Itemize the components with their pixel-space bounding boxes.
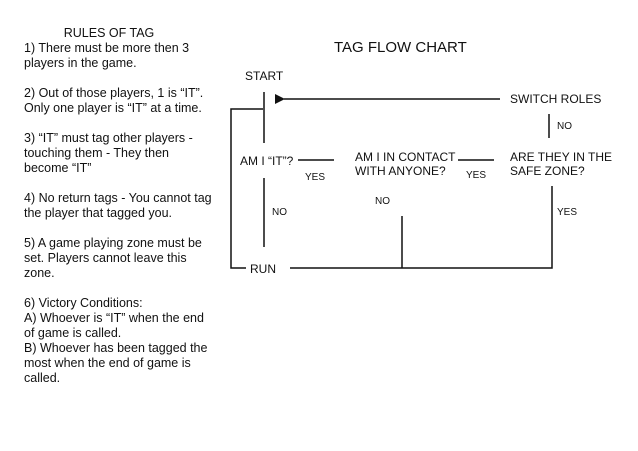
- safe-yes-label: YES: [557, 207, 578, 218]
- victory-b: B) Whoever has been tagged the most when…: [24, 341, 208, 385]
- loop-back-line: [230, 108, 263, 269]
- it-no-label: NO: [272, 207, 287, 218]
- rules-heading: RULES OF TAG: [63, 26, 155, 40]
- run-label: RUN: [250, 262, 276, 276]
- victory-a: A) Whoever is “IT” when the end of game …: [24, 311, 204, 340]
- rule-3: 3) “IT” must tag other players - touchin…: [24, 131, 193, 175]
- flowchart-title: TAG FLOW CHART: [334, 39, 467, 56]
- switch-no-label: NO: [557, 121, 572, 132]
- safe-zone-label-line2: SAFE ZONE?: [510, 164, 585, 178]
- rule-4: 4) No return tags - You cannot tag the p…: [24, 191, 212, 220]
- rules-panel: RULES OF TAG 1) There must be more then …: [24, 26, 214, 386]
- it-yes-label: YES: [305, 172, 326, 183]
- rule-1: 1) There must be more then 3 players in …: [24, 41, 190, 70]
- victory-conditions: 6) Victory Conditions: A) Whoever is “IT…: [24, 296, 214, 386]
- contact-label-line2: WITH ANYONE?: [355, 164, 446, 178]
- contact-no-label: NO: [375, 196, 390, 207]
- start-label: START: [245, 69, 284, 83]
- switch-roles-label: SWITCH ROLES: [510, 92, 602, 106]
- rule-2: 2) Out of those players, 1 is “IT”. Only…: [24, 86, 204, 115]
- run-line: [290, 186, 553, 269]
- rule-5: 5) A game playing zone must be set. Play…: [24, 236, 202, 280]
- safe-zone-label-line1: ARE THEY IN THE: [510, 150, 613, 164]
- contact-yes-label: YES: [466, 170, 487, 181]
- am-i-it-label: AM I “IT”?: [240, 154, 294, 168]
- victory-heading: 6) Victory Conditions:: [24, 296, 143, 310]
- contact-label-line1: AM I IN CONTACT: [355, 150, 456, 164]
